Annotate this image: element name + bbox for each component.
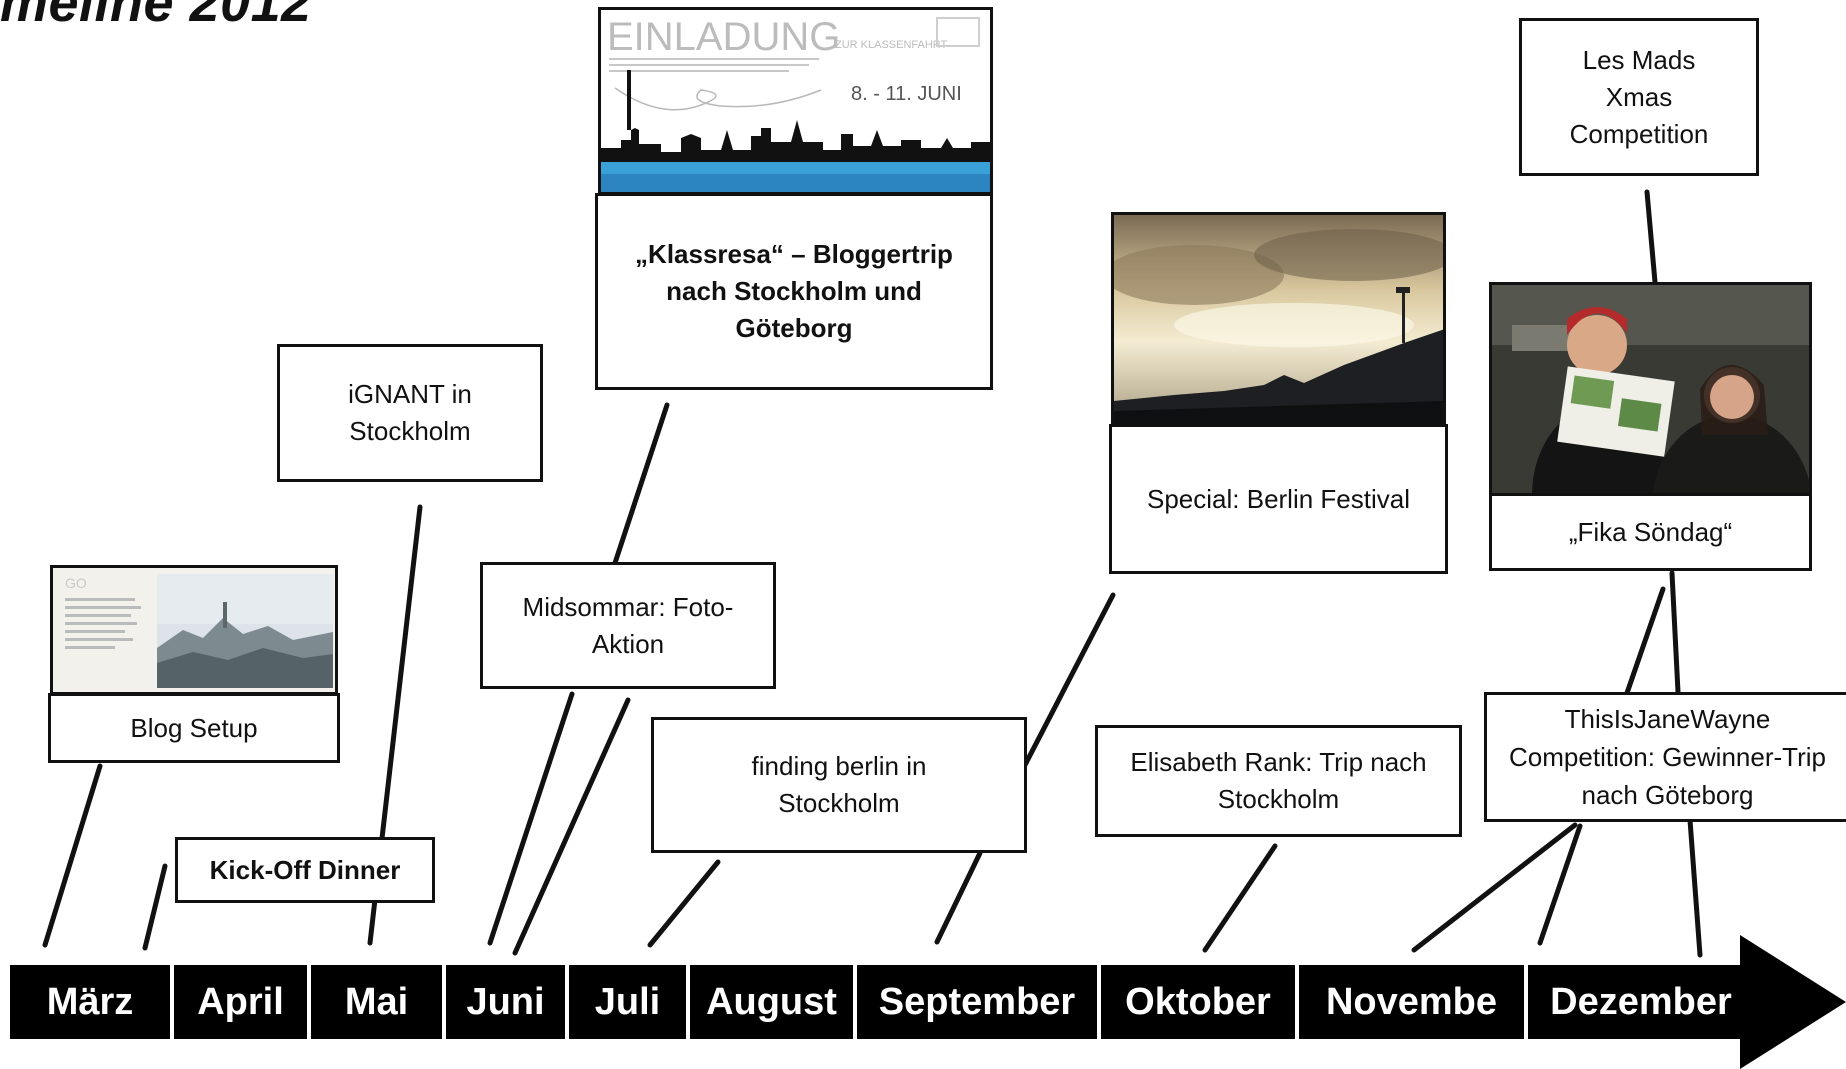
event-ignant-stockholm: iGNANT in Stockholm — [277, 344, 543, 482]
invitation-image: EINLADUNG ZUR KLASSENFAHRT 8. - 11. JUNI — [598, 7, 993, 195]
month-divider — [853, 965, 857, 1039]
event-jane-wayne: ThisIsJaneWayne Competition: Gewinner-Tr… — [1484, 692, 1846, 822]
month-divider — [686, 965, 690, 1039]
fika-photo — [1489, 282, 1812, 497]
month-divider — [170, 965, 174, 1039]
blog-setup-image: GO — [53, 568, 335, 692]
event-elisabeth-rank: Elisabeth Rank: Trip nach Stockholm — [1095, 725, 1462, 837]
month-label: März — [46, 980, 134, 1023]
month-label: Oktober — [1125, 980, 1271, 1023]
month-divider — [442, 965, 446, 1039]
month-label: Juni — [466, 980, 545, 1023]
page-title: meline 2012 — [0, 0, 312, 33]
invitation-sub: ZUR KLASSENFAHRT — [835, 39, 948, 51]
event-midsommar: Midsommar: Foto-Aktion — [480, 562, 776, 689]
month-divider — [565, 965, 569, 1039]
invitation-dates: 8. - 11. JUNI — [851, 83, 962, 105]
connector-lines — [42, 189, 1703, 958]
event-kickoff-dinner: Kick-Off Dinner — [175, 837, 435, 903]
event-les-mads: Les Mads Xmas Competition — [1519, 18, 1759, 176]
month-label: Juli — [594, 980, 661, 1023]
blog-setup-screenshot: GO — [50, 565, 338, 695]
event-fika-sondag: „Fika Söndag“ — [1489, 493, 1812, 571]
month-divider — [1295, 965, 1299, 1039]
month-label: August — [706, 980, 837, 1023]
month-label: April — [197, 980, 284, 1023]
event-blog-setup: Blog Setup — [48, 693, 340, 763]
event-klassresa: „Klassresa“ – Bloggertrip nach Stockholm… — [595, 193, 993, 390]
month-divider — [1097, 965, 1101, 1039]
month-divider — [1524, 965, 1528, 1039]
svg-text:GO: GO — [65, 575, 87, 591]
timeline-bar — [10, 965, 1756, 1039]
berlin-festival-photo — [1111, 212, 1446, 428]
month-label: Mai — [344, 980, 409, 1023]
month-label: September — [878, 980, 1076, 1023]
month-label: Novembe — [1325, 980, 1498, 1023]
event-finding-berlin: finding berlin in Stockholm — [651, 717, 1027, 853]
event-berlin-festival: Special: Berlin Festival — [1109, 424, 1448, 574]
month-label: Dezember — [1550, 980, 1732, 1023]
timeline-arrowhead — [1740, 935, 1846, 1069]
month-divider — [307, 965, 311, 1039]
invitation-heading: EINLADUNG — [607, 15, 840, 59]
